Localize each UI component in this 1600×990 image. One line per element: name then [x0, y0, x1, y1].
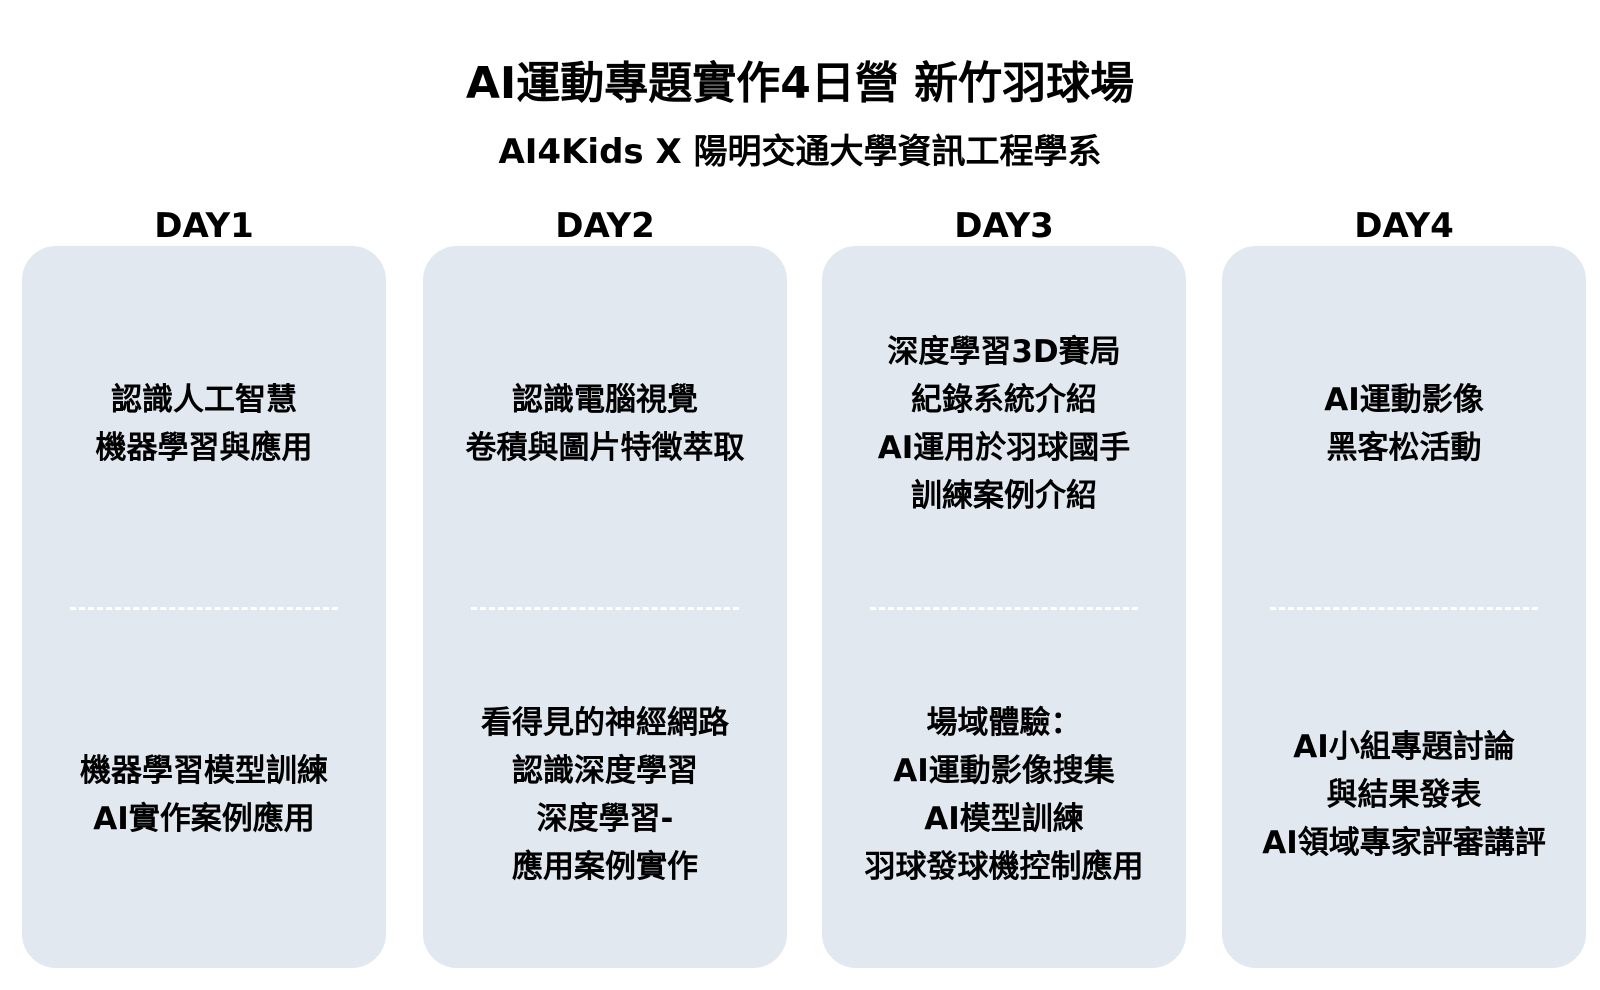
day1-bottom-line: AI實作案例應用 — [93, 801, 315, 837]
section-divider — [1270, 607, 1538, 610]
day1-top-block: 認識人工智慧 機器學習與應用 — [22, 306, 386, 542]
day1-top-line: 機器學習與應用 — [95, 430, 313, 466]
day3-bottom-line: AI模型訓練 — [924, 801, 1084, 837]
day-label-2: DAY2 — [555, 206, 655, 246]
day3-bottom-line: 羽球發球機控制應用 — [864, 849, 1144, 885]
day2-bottom-line: 深度學習- — [536, 801, 674, 837]
day2-top-block: 認識電腦視覺 卷積與圖片特徵萃取 — [423, 306, 787, 542]
day2-bottom-line: 認識深度學習 — [512, 753, 698, 789]
day1-top-line: 認識人工智慧 — [111, 382, 297, 418]
day3-top-line: 紀錄系統介紹 — [911, 382, 1097, 418]
day4-top-line: 黑客松活動 — [1326, 430, 1482, 466]
day-label-1: DAY1 — [154, 206, 254, 246]
day-card-4: AI運動影像 黑客松活動 AI小組專題討論 與結果發表 AI領域專家評審講評 — [1222, 246, 1586, 968]
day3-top-block: 深度學習3D賽局 紀錄系統介紹 AI運用於羽球國手 訓練案例介紹 — [822, 306, 1186, 542]
day4-bottom-line: AI小組專題討論 — [1293, 729, 1515, 765]
section-divider — [471, 607, 739, 610]
day-card-3: 深度學習3D賽局 紀錄系統介紹 AI運用於羽球國手 訓練案例介紹 場域體驗： A… — [822, 246, 1186, 968]
section-divider — [70, 607, 338, 610]
day4-top-block: AI運動影像 黑客松活動 — [1222, 306, 1586, 542]
day4-bottom-line: AI領域專家評審講評 — [1262, 825, 1546, 861]
day3-bottom-line: 場域體驗： — [926, 705, 1082, 741]
day4-bottom-block: AI小組專題討論 與結果發表 AI領域專家評審講評 — [1222, 670, 1586, 920]
day2-bottom-line: 看得見的神經網路 — [481, 705, 729, 741]
day3-top-line: AI運用於羽球國手 — [877, 430, 1131, 466]
day2-bottom-block: 看得見的神經網路 認識深度學習 深度學習- 應用案例實作 — [423, 670, 787, 920]
day2-bottom-line: 應用案例實作 — [512, 849, 698, 885]
day2-top-line: 認識電腦視覺 — [512, 382, 698, 418]
day2-top-line: 卷積與圖片特徵萃取 — [465, 430, 745, 466]
day-label-3: DAY3 — [954, 206, 1054, 246]
day1-bottom-block: 機器學習模型訓練 AI實作案例應用 — [22, 670, 386, 920]
day1-bottom-line: 機器學習模型訓練 — [80, 753, 328, 789]
day-card-2: 認識電腦視覺 卷積與圖片特徵萃取 看得見的神經網路 認識深度學習 深度學習- 應… — [423, 246, 787, 968]
day3-top-line: 訓練案例介紹 — [911, 478, 1097, 514]
day-card-1: 認識人工智慧 機器學習與應用 機器學習模型訓練 AI實作案例應用 — [22, 246, 386, 968]
section-divider — [870, 607, 1138, 610]
day-label-4: DAY4 — [1354, 206, 1454, 246]
page-title: AI運動專題實作4日營 新竹羽球場 — [465, 58, 1135, 109]
day4-top-line: AI運動影像 — [1324, 382, 1484, 418]
page-subtitle: AI4Kids X 陽明交通大學資訊工程學系 — [498, 132, 1102, 172]
day3-top-line: 深度學習3D賽局 — [887, 334, 1121, 370]
day3-bottom-block: 場域體驗： AI運動影像搜集 AI模型訓練 羽球發球機控制應用 — [822, 670, 1186, 920]
day4-bottom-line: 與結果發表 — [1326, 777, 1482, 813]
day3-bottom-line: AI運動影像搜集 — [893, 753, 1115, 789]
